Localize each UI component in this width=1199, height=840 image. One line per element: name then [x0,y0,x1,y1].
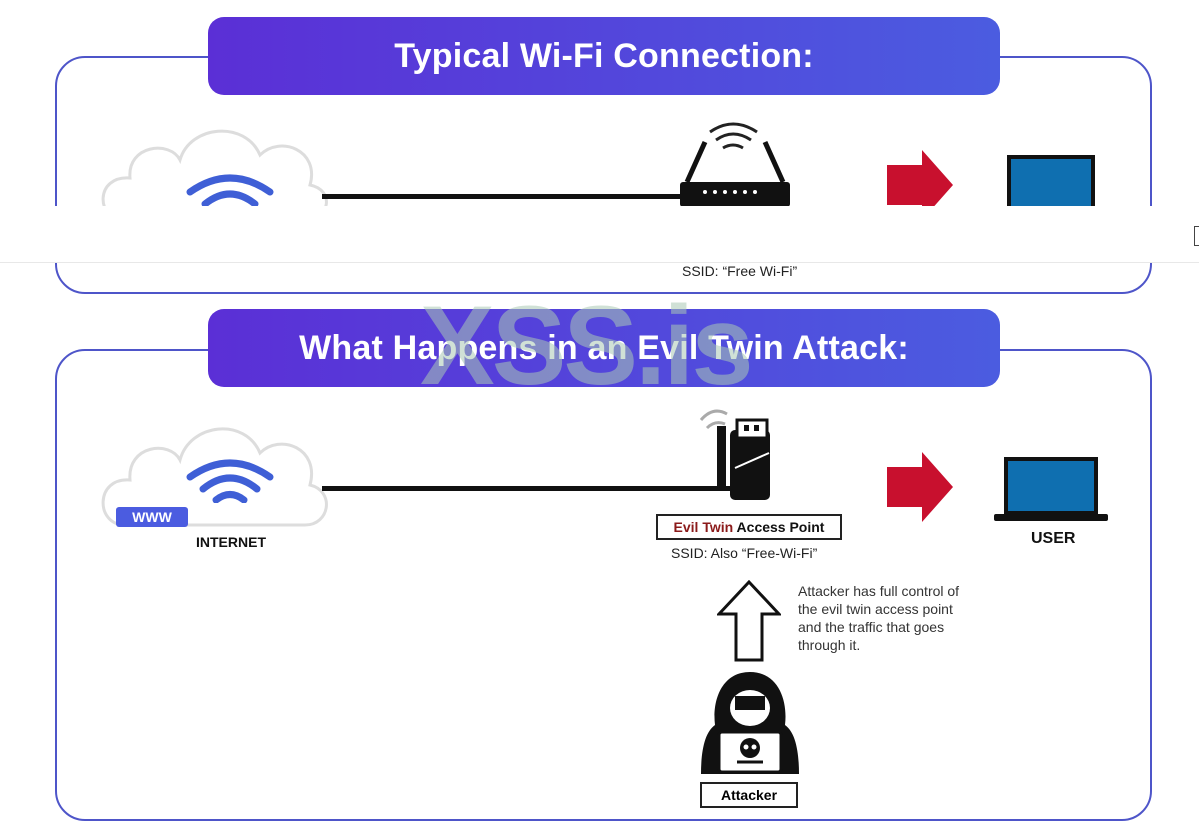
bottom-ssid-label: SSID: Also “Free-Wi-Fi” [671,545,818,561]
overlay-strip [0,206,1199,263]
user-label: USER [1031,530,1076,547]
router-icon [680,122,790,207]
strip-marker [1194,226,1199,246]
hacker-icon [701,672,799,774]
laptop-icon [1007,155,1095,215]
evil-twin-access-point-label: Evil Twin Access Point [656,514,842,540]
cloud-icon [101,427,328,527]
wifi-icon [186,174,274,208]
laptop-icon [994,457,1108,521]
up-arrow-icon [717,580,781,662]
top-ssid-label: SSID: “Free Wi-Fi” [682,263,798,279]
access-point-text: Access Point [733,519,825,535]
cloud-icon [101,129,328,220]
red-arrow-icon [887,150,953,220]
typical-connection-title: Typical Wi-Fi Connection: [208,17,1000,95]
red-arrow-icon [887,452,953,522]
attacker-label: Attacker [700,782,798,808]
evil-twin-panel [55,349,1152,821]
top-connection-line [322,194,692,199]
evil-twin-title: What Happens in an Evil Twin Attack: [208,309,1000,387]
evil-twin-text: Evil Twin [673,519,734,535]
bottom-connection-line [322,486,730,491]
www-badge: WWW [116,507,188,527]
attacker-note: Attacker has full control of the evil tw… [798,583,960,653]
wifi-icon [186,459,274,503]
internet-label: INTERNET [196,534,266,550]
watermark: XSS.is [420,283,754,408]
usb-adapter-icon [699,409,770,500]
